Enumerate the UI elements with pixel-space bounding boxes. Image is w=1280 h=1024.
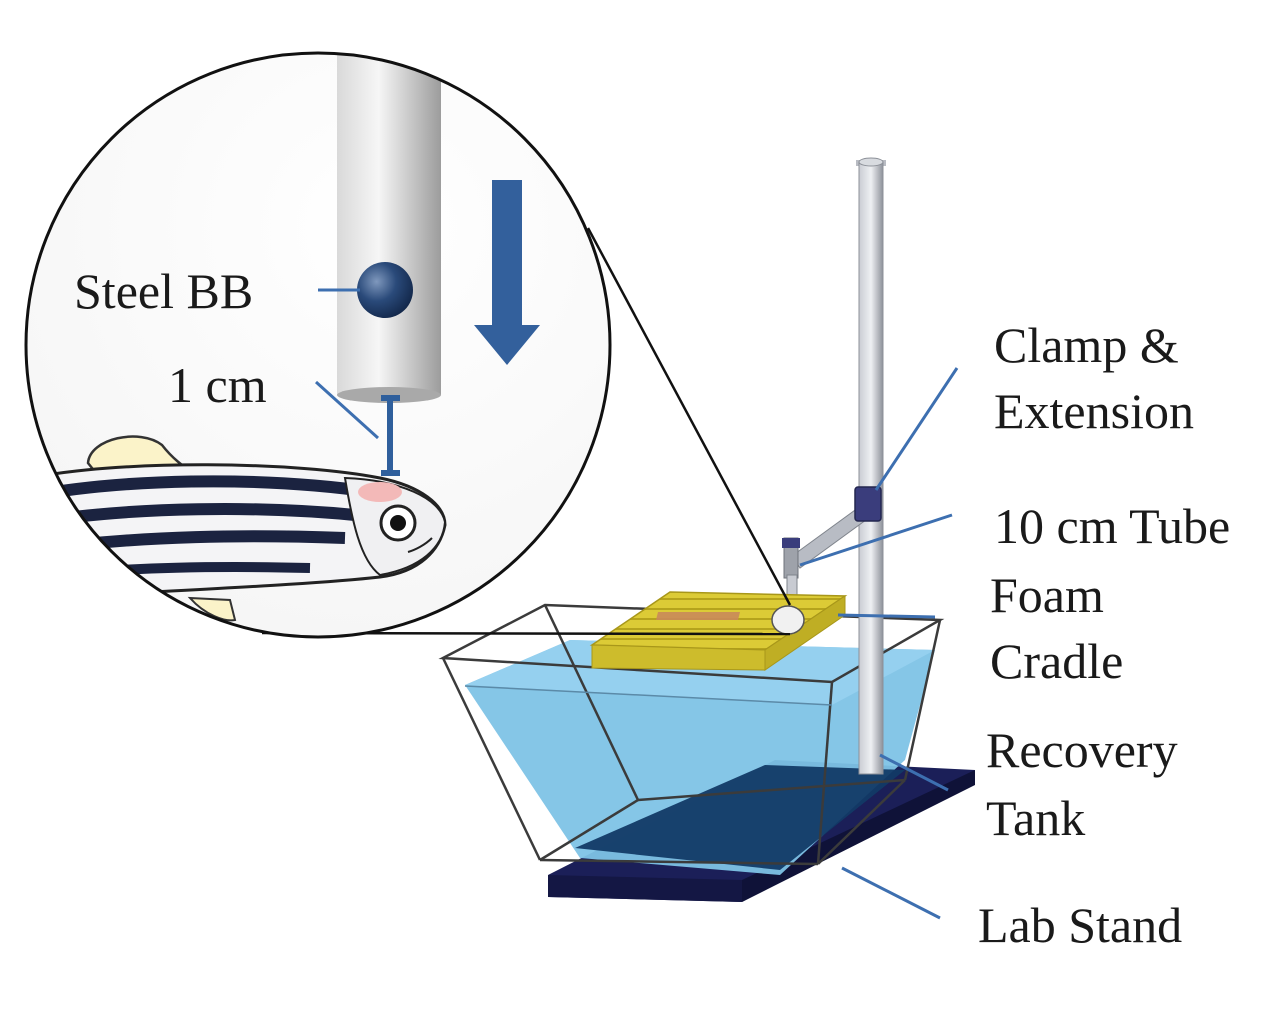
down-arrow-icon xyxy=(474,180,540,365)
leader-foam xyxy=(837,613,936,619)
leader-lines xyxy=(314,288,959,920)
label-clamp-line2: Extension xyxy=(994,383,1194,439)
label-one-cm: 1 cm xyxy=(168,357,267,413)
zoom-inset xyxy=(24,51,612,639)
steel-ball xyxy=(357,262,413,318)
one-cm-marker xyxy=(381,395,400,476)
fish-on-cradle xyxy=(656,612,740,620)
foam-cradle xyxy=(589,591,848,671)
tank-outline xyxy=(438,603,945,866)
zoom-circle-border xyxy=(24,51,612,639)
leader-recovery xyxy=(879,753,949,792)
label-foam-line1: Foam xyxy=(990,567,1104,623)
label-tube: 10 cm Tube xyxy=(994,498,1231,554)
recovery-tank xyxy=(438,603,945,875)
label-recovery-line2: Tank xyxy=(986,790,1086,846)
leader-one-cm xyxy=(314,380,380,440)
water-surface xyxy=(465,640,935,705)
leader-clamp xyxy=(874,367,959,491)
stand-rod xyxy=(856,157,886,775)
label-foam-line2: Cradle xyxy=(990,633,1124,689)
leader-tube xyxy=(799,513,953,567)
label-clamp-line1: Clamp & xyxy=(994,317,1179,373)
label-recovery-line1: Recovery xyxy=(986,722,1178,778)
label-steel-bb: Steel BB xyxy=(74,263,254,319)
drop-tube xyxy=(337,53,441,403)
clamp-extension xyxy=(782,486,882,579)
magnify-target xyxy=(771,605,805,635)
leader-lab-stand xyxy=(841,866,941,920)
label-lab-stand: Lab Stand xyxy=(978,897,1183,953)
